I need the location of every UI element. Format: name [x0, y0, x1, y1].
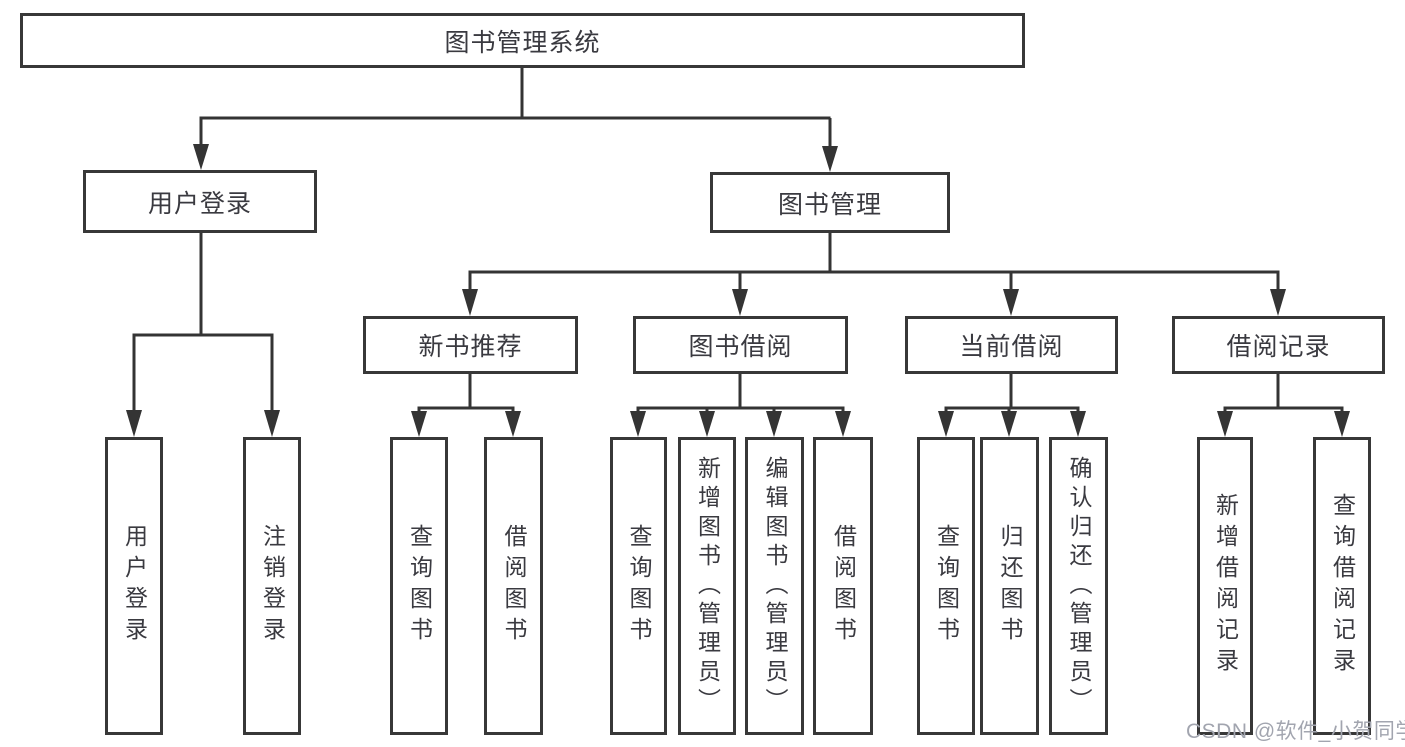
leaf-newbooks-borrow-label: 借阅图书 [501, 524, 527, 648]
leaf-bookborrow-query: 查询图书 [610, 437, 667, 735]
leaf-newbooks-query: 查询图书 [390, 437, 448, 735]
leaf-bookborrow-edit-label: 编辑图书（管理员） [762, 455, 788, 717]
connector-book-mgmt-to-level3 [462, 233, 1286, 316]
node-current-borrow-label: 当前借阅 [959, 333, 1064, 361]
connector-borrow-records-to-leaves [1217, 374, 1350, 437]
leaf-bookborrow-borrow-label: 借阅图书 [830, 524, 857, 648]
leaf-logout: 注销登录 [243, 437, 301, 735]
leaf-bookborrow-edit: 编辑图书（管理员） [745, 437, 804, 735]
node-user-login: 用户登录 [83, 170, 317, 233]
connector-root-to-level2 [193, 68, 838, 172]
leaf-currentborrow-return-label: 归还图书 [997, 524, 1023, 648]
leaf-bookborrow-query-label: 查询图书 [626, 524, 652, 648]
csdn-watermark: CSDN @软件_小贺同学 [1186, 720, 1405, 743]
leaf-bookborrow-add-label: 新增图书（管理员） [694, 455, 721, 717]
leaf-currentborrow-return: 归还图书 [980, 437, 1039, 735]
node-root-label: 图书管理系统 [444, 28, 601, 57]
leaf-newbooks-borrow: 借阅图书 [484, 437, 543, 735]
node-book-mgmt-label: 图书管理 [777, 190, 882, 219]
node-user-login-label: 用户登录 [147, 189, 252, 218]
connector-user-login-to-leaves [126, 233, 280, 437]
leaf-currentborrow-confirm-label: 确认归还（管理员） [1066, 455, 1092, 717]
node-book-borrow-label: 图书借阅 [688, 333, 793, 361]
leaf-records-add: 新增借阅记录 [1197, 437, 1253, 735]
node-current-borrow: 当前借阅 [905, 316, 1118, 374]
connector-book-borrow-to-leaves [630, 374, 851, 437]
connector-new-books-to-leaves [411, 374, 521, 437]
node-book-mgmt: 图书管理 [710, 172, 950, 233]
leaf-records-query-label: 查询借阅记录 [1329, 493, 1356, 679]
node-new-books: 新书推荐 [363, 316, 578, 374]
leaf-currentborrow-query-label: 查询图书 [933, 524, 960, 648]
leaf-bookborrow-add: 新增图书（管理员） [678, 437, 736, 735]
leaf-bookborrow-borrow: 借阅图书 [813, 437, 873, 735]
node-root: 图书管理系统 [20, 13, 1025, 68]
leaf-logout-label: 注销登录 [259, 524, 286, 648]
leaf-currentborrow-query: 查询图书 [917, 437, 975, 735]
node-book-borrow: 图书借阅 [633, 316, 848, 374]
connector-current-borrow-to-leaves [938, 374, 1086, 437]
leaf-currentborrow-confirm: 确认归还（管理员） [1049, 437, 1108, 735]
node-borrow-records: 借阅记录 [1172, 316, 1385, 374]
leaf-user-login-label: 用户登录 [121, 524, 148, 648]
leaf-records-query: 查询借阅记录 [1313, 437, 1371, 735]
node-borrow-records-label: 借阅记录 [1226, 333, 1331, 361]
node-new-books-label: 新书推荐 [418, 333, 523, 361]
leaf-newbooks-query-label: 查询图书 [406, 524, 433, 648]
leaf-user-login: 用户登录 [105, 437, 163, 735]
leaf-records-add-label: 新增借阅记录 [1212, 493, 1239, 679]
